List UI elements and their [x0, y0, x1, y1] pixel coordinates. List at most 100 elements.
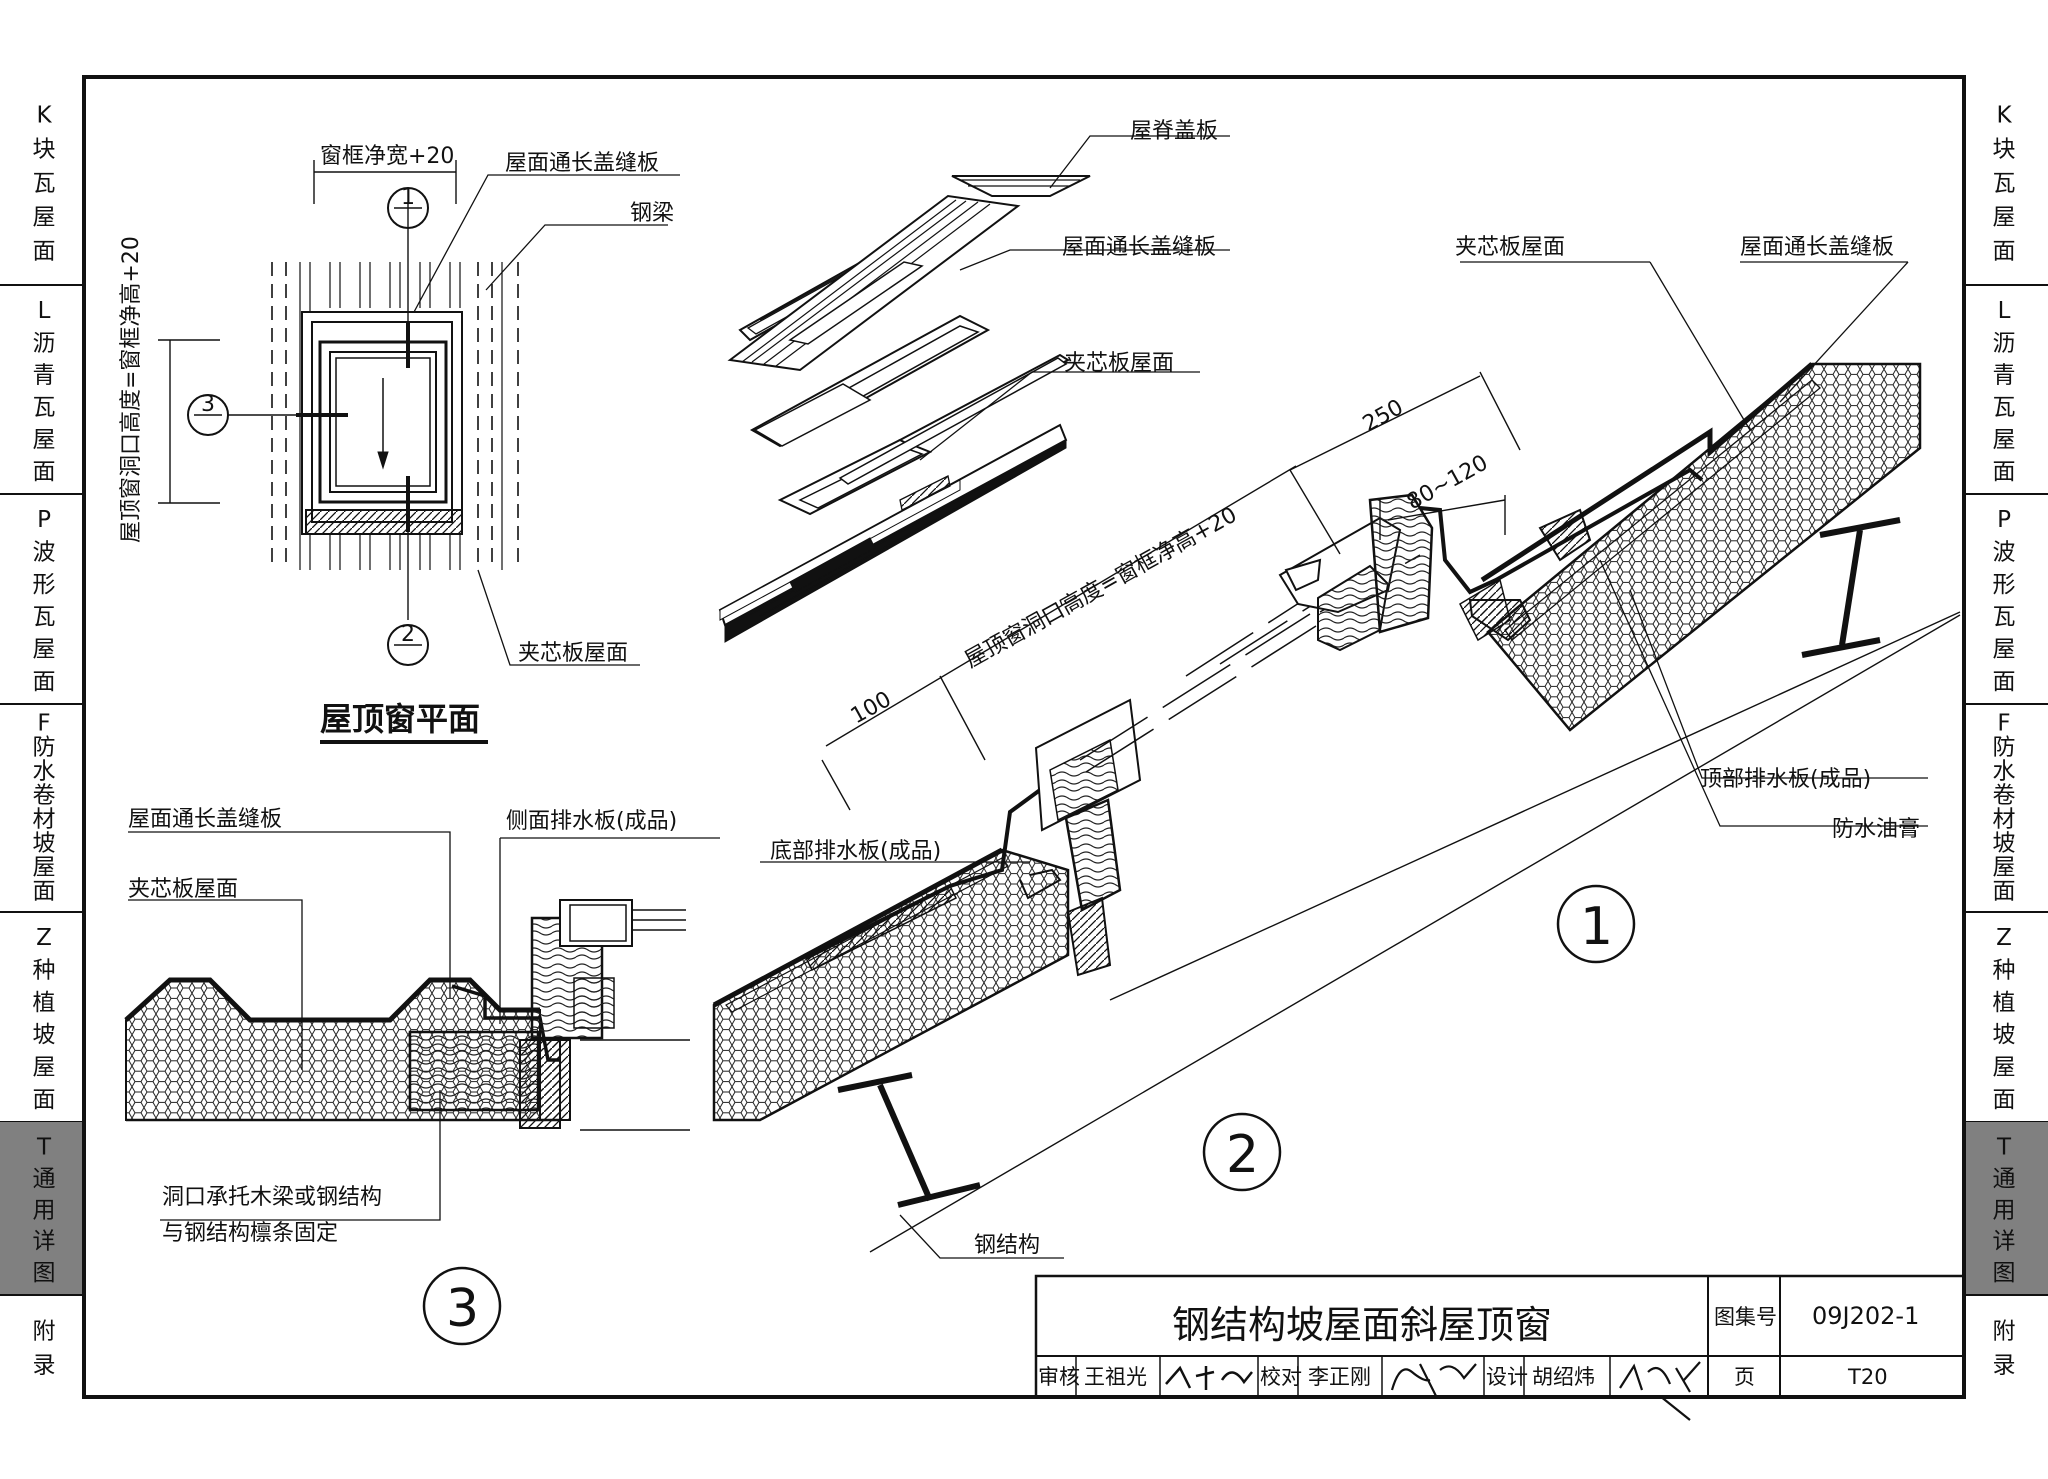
detail12-dim-100: 100 [847, 687, 896, 729]
right-tab-1-char-5: 面 [1993, 459, 2016, 485]
section-detail-3 [124, 831, 720, 1346]
plan-label-sandwich-panel: 夹芯板屋面 [518, 641, 628, 666]
left-tab-3-char-7: 面 [33, 879, 56, 905]
page-label: 页 [1734, 1365, 1755, 1389]
right-tab-0-char-1: 块 [1993, 137, 2016, 163]
left-tab-1-char-5: 面 [33, 459, 56, 485]
plan-label-cover-plate: 屋面通长盖缝板 [505, 151, 659, 176]
right-tab-2-char-4: 屋 [1993, 637, 2016, 663]
left-tab-3-char-4: 材 [33, 807, 56, 833]
right-tab-1-char-2: 青 [1993, 362, 2016, 388]
right-tab-4-char-4: 屋 [1993, 1055, 2016, 1081]
detail3-note-line2: 与钢结构檩条固定 [162, 1221, 338, 1246]
right-tab-3-char-2: 水 [1993, 759, 2016, 785]
section-detail-1-2 [712, 261, 1961, 1259]
detail12-label-top-drain: 顶部排水板(成品) [1700, 767, 1871, 792]
right-tab-5-char-2: 用 [1993, 1197, 2016, 1223]
left-tab-1-char-3: 瓦 [33, 395, 56, 421]
left-tab-1-char-1: 沥 [33, 330, 56, 356]
left-tab-6-char-0: 附 [33, 1319, 56, 1345]
right-tab-4-char-2: 植 [1993, 990, 2016, 1016]
atlas-number: 09J202-1 [1812, 1302, 1919, 1330]
detail3-note-line1: 洞口承托木梁或钢结构 [162, 1185, 382, 1210]
detail3-label-side-drain: 侧面排水板(成品) [506, 809, 677, 834]
left-tab-2-char-2: 形 [33, 572, 56, 598]
right-tab-0-char-3: 屋 [1993, 205, 2016, 231]
right-tab-0-char-4: 面 [1993, 239, 2016, 265]
right-tab-5-char-1: 通 [1993, 1166, 2016, 1192]
right-tab-2-char-1: 波 [1993, 540, 2016, 566]
detail12-label-sandwich-panel: 夹芯板屋面 [1455, 235, 1565, 260]
right-tab-3-char-1: 防 [1993, 735, 2016, 761]
left-tab-2-char-4: 屋 [33, 637, 56, 663]
left-tab-4-char-2: 植 [33, 990, 56, 1016]
left-tab-4-char-3: 坡 [33, 1022, 56, 1048]
exploded-view [718, 135, 1230, 643]
right-tab-1-char-3: 瓦 [1993, 395, 2016, 421]
plan-cut-2: 2 [401, 622, 415, 647]
plan-width-dimension: 窗框净宽+20 [320, 144, 454, 169]
detail-number-3: 3 [446, 1279, 479, 1339]
right-tab-3-char-5: 坡 [1993, 831, 2016, 857]
design-name: 胡绍炜 [1532, 1365, 1595, 1389]
right-tab-2-char-3: 瓦 [1993, 604, 2016, 630]
explode-label-sandwich-panel: 夹芯板屋面 [1064, 351, 1174, 376]
detail3-label-cover-plate: 屋面通长盖缝板 [128, 807, 282, 832]
left-tab-1-char-4: 屋 [33, 427, 56, 453]
right-tab-4-char-1: 种 [1993, 958, 2016, 984]
left-tab-5-char-3: 详 [33, 1229, 56, 1255]
left-tab-2-char-0: P [37, 507, 51, 533]
left-tab-3-char-1: 防 [33, 735, 56, 761]
left-tab-3-char-5: 坡 [33, 831, 56, 857]
review-name: 王祖光 [1084, 1365, 1147, 1389]
right-tab-3-char-6: 屋 [1993, 855, 2016, 881]
left-tab-4-char-0: Z [36, 925, 52, 951]
check-label: 校对 [1260, 1365, 1302, 1389]
left-tab-0-char-1: 块 [33, 137, 56, 163]
right-tab-2-char-5: 面 [1993, 669, 2016, 695]
left-tab-2-char-1: 波 [33, 540, 56, 566]
page-number: T20 [1847, 1365, 1888, 1389]
check-signature [1390, 1363, 1477, 1397]
left-tab-5-char-4: 图 [33, 1260, 56, 1286]
right-tab-1-char-0: L [1998, 298, 2011, 324]
right-tab-6-char-1: 录 [1993, 1353, 2016, 1379]
right-tab-3-char-3: 卷 [1993, 783, 2016, 809]
left-tab-1-char-0: L [38, 298, 51, 324]
detail12-dim-80-120: 80~120 [1403, 451, 1492, 516]
design-signature [1619, 1361, 1701, 1421]
right-tab-1-char-4: 屋 [1993, 427, 2016, 453]
detail12-dim-opening-height: 屋顶窗洞口高度=窗框净高+20 [961, 503, 1242, 674]
right-tab-2-char-2: 形 [1993, 572, 2016, 598]
right-tab-4-char-0: Z [1996, 925, 2012, 951]
right-tab-2-char-0: P [1997, 507, 2011, 533]
left-tab-5-char-2: 用 [33, 1197, 56, 1223]
detail-number-1: 1 [1580, 897, 1613, 957]
review-signature [1165, 1365, 1253, 1390]
title-block-title: 钢结构坡屋面斜屋顶窗 [1172, 1303, 1552, 1347]
drawing-frame [82, 75, 1966, 1399]
plan-height-dimension: 屋顶窗洞口高度=窗框净高+20 [119, 236, 144, 543]
right-tab-1-char-1: 沥 [1993, 330, 2016, 356]
left-tab-3-char-0: F [37, 711, 50, 737]
detail12-label-sealant: 防水油膏 [1832, 817, 1920, 842]
left-tab-0-char-4: 面 [33, 239, 56, 265]
right-tab-4-char-3: 坡 [1993, 1022, 2016, 1048]
explode-label-ridge-cover: 屋脊盖板 [1130, 119, 1218, 144]
detail12-dim-250: 250 [1359, 395, 1408, 437]
detail12-label-cover-plate: 屋面通长盖缝板 [1740, 235, 1894, 260]
left-tab-4-char-4: 屋 [33, 1055, 56, 1081]
atlas-label: 图集号 [1714, 1305, 1777, 1329]
explode-label-cover-plate: 屋面通长盖缝板 [1062, 235, 1216, 260]
detail3-label-sandwich-panel: 夹芯板屋面 [128, 877, 238, 902]
left-tab-3-char-6: 屋 [33, 855, 56, 881]
left-tab-6-char-1: 录 [33, 1353, 56, 1379]
left-tab-5-char-0: T [36, 1134, 52, 1160]
left-tab-0-char-3: 屋 [33, 205, 56, 231]
design-label: 设计 [1486, 1365, 1528, 1389]
plan-title: 屋顶窗平面 [320, 700, 480, 738]
title-block [1034, 1274, 1966, 1421]
